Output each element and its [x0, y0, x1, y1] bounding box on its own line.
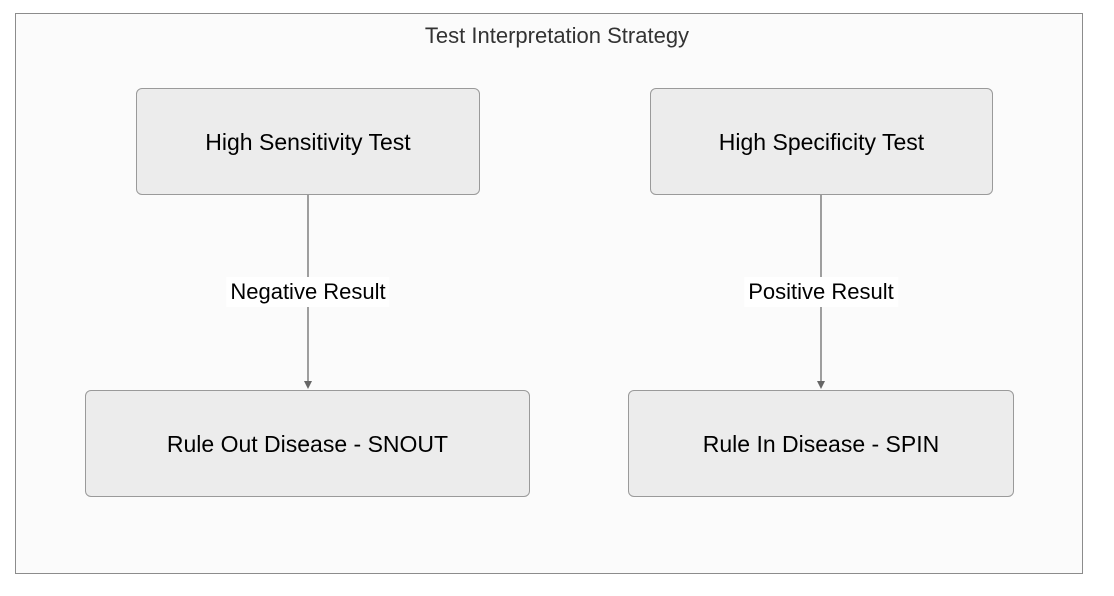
diagram-title: Test Interpretation Strategy: [424, 23, 690, 48]
node-label: High Sensitivity Test: [205, 128, 411, 155]
node-label: High Specificity Test: [718, 128, 925, 155]
node-high-sensitivity-test[interactable]: High Sensitivity Test: [136, 88, 480, 195]
node-rule-in-disease-spin[interactable]: Rule In Disease - SPIN: [628, 390, 1014, 497]
node-label: Rule Out Disease - SNOUT: [166, 430, 449, 457]
node-label: Rule In Disease - SPIN: [702, 430, 940, 457]
edge-label-positive-result: Positive Result: [744, 277, 898, 307]
node-high-specificity-test[interactable]: High Specificity Test: [650, 88, 993, 195]
edge-label-negative-result: Negative Result: [226, 277, 390, 307]
node-rule-out-disease-snout[interactable]: Rule Out Disease - SNOUT: [85, 390, 530, 497]
